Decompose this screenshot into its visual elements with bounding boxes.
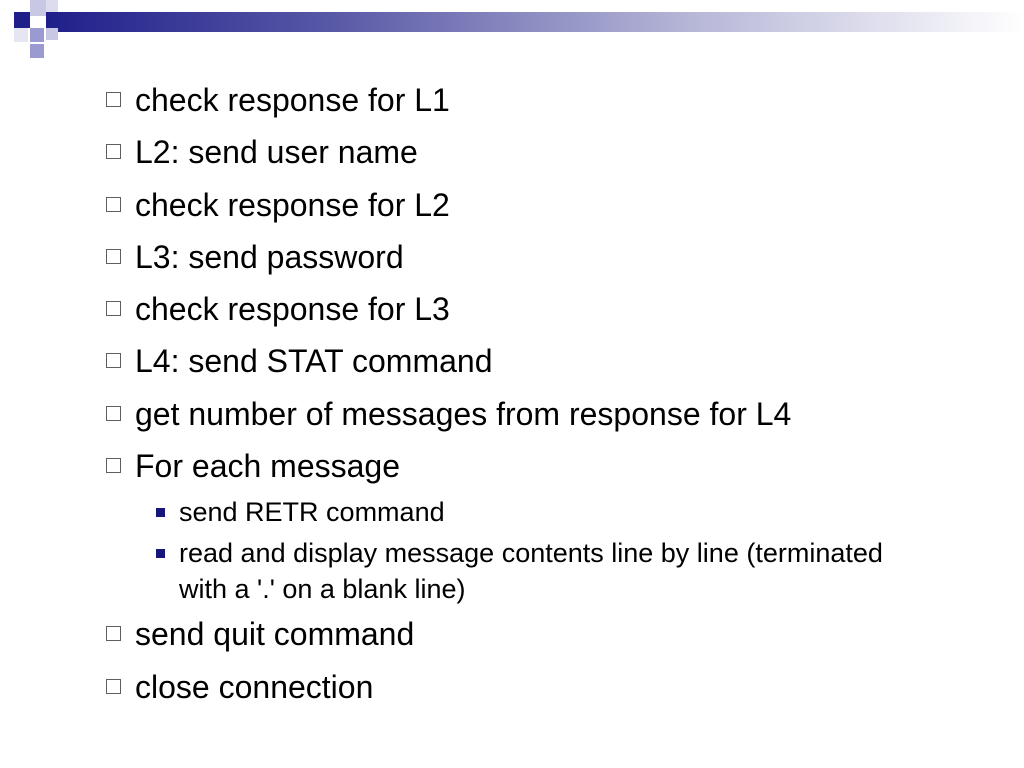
bullet-text: check response for L2 (135, 186, 450, 223)
bullet-text: For each message (135, 448, 401, 485)
bullet-item: L3: send password (104, 237, 1004, 277)
bullet-text: get number of messages from response for… (135, 395, 792, 432)
corner-square-light (46, 0, 58, 12)
bullet-item: check response for L3 (104, 289, 1004, 329)
corner-square-light (30, 0, 46, 16)
bullet-item: check response for L1 (104, 80, 1004, 120)
hollow-square-bullet-icon (106, 301, 121, 317)
corner-square-dark (14, 12, 30, 28)
bullet-text: close connection (135, 668, 374, 705)
bullet-text: send quit command (135, 616, 415, 653)
filled-square-bullet-icon (156, 508, 165, 518)
corner-square-medium (30, 44, 44, 58)
bullet-text: L4: send STAT command (135, 343, 493, 380)
sub-bullet-text: read and display message contents line b… (179, 538, 883, 605)
bullet-item: send quit command (104, 614, 1004, 654)
corner-square-medium (30, 28, 44, 42)
sub-bullet-text: send RETR command (179, 497, 445, 528)
sub-bullet-group: send RETR command read and display messa… (104, 494, 1004, 607)
hollow-square-bullet-icon (106, 626, 121, 642)
header-gradient-bar (46, 12, 1024, 32)
bullet-text: check response for L1 (135, 82, 450, 118)
corner-square-light (14, 28, 28, 42)
sub-bullet-item: send RETR command (104, 494, 1004, 530)
hollow-square-bullet-icon (106, 196, 121, 212)
hollow-square-bullet-icon (106, 458, 121, 474)
hollow-square-bullet-icon (106, 92, 121, 107)
bullet-item: L2: send user name (104, 132, 1004, 172)
bullet-item: For each message (104, 446, 1004, 486)
sub-bullet-item: read and display message contents line b… (104, 535, 1004, 607)
hollow-square-bullet-icon (106, 405, 121, 421)
corner-square-light (46, 28, 58, 40)
bullet-text: check response for L3 (135, 291, 450, 328)
bullet-item: get number of messages from response for… (104, 394, 1004, 434)
hollow-square-bullet-icon (106, 248, 121, 264)
bullet-list: check response for L1 L2: send user name… (104, 80, 1004, 719)
hollow-square-bullet-icon (106, 678, 121, 694)
bullet-item: L4: send STAT command (104, 341, 1004, 381)
bullet-item: check response for L2 (104, 185, 1004, 225)
bullet-text: L3: send password (135, 238, 404, 275)
hollow-square-bullet-icon (106, 144, 121, 160)
bullet-text: L2: send user name (135, 134, 418, 171)
filled-square-bullet-icon (156, 549, 165, 559)
hollow-square-bullet-icon (106, 353, 121, 369)
bullet-item: close connection (104, 667, 1004, 707)
